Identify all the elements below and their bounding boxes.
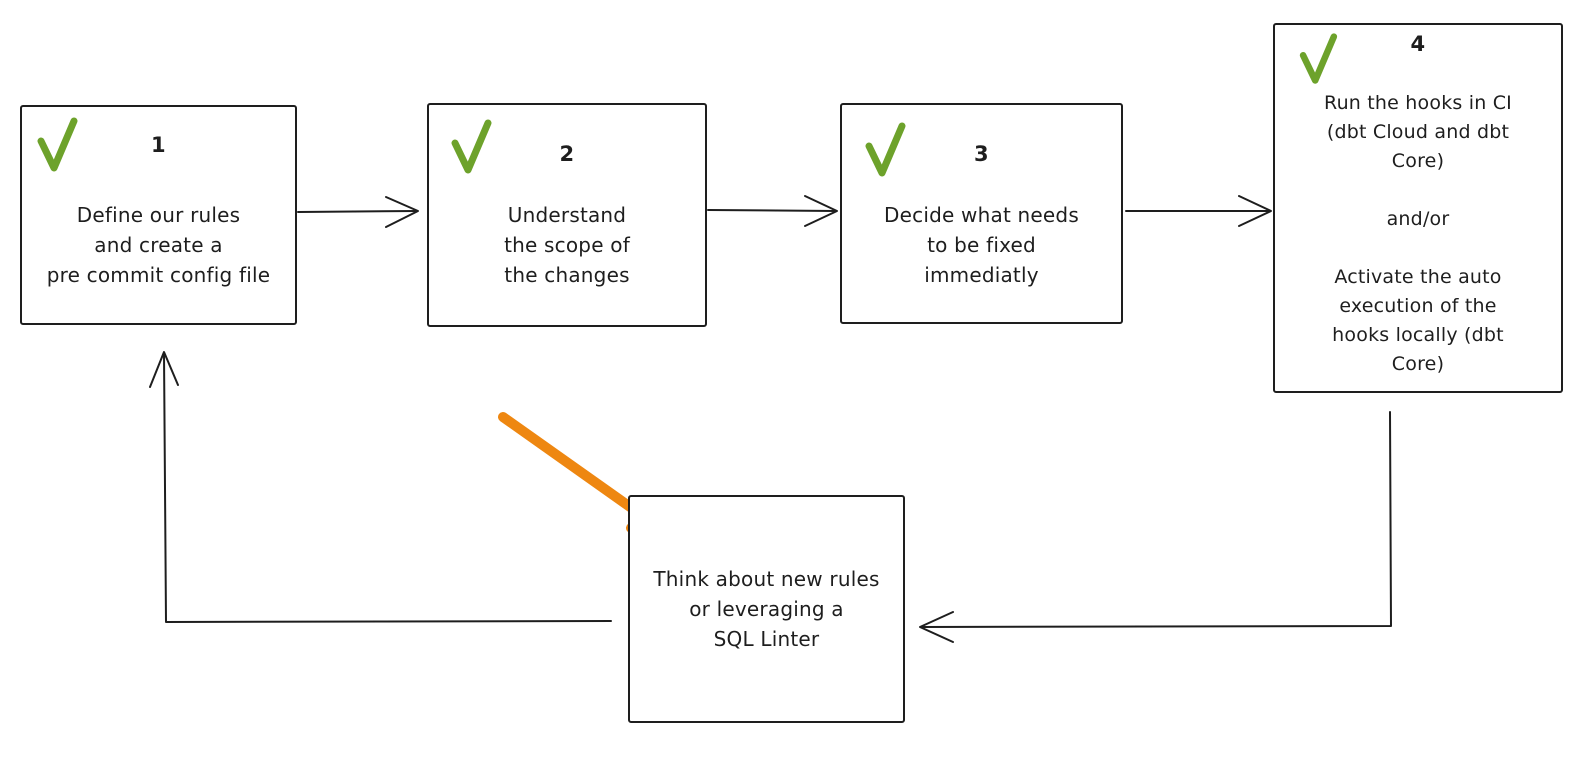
step-number: 4 [1410, 32, 1426, 56]
arrow-step4-to-note [919, 411, 1392, 643]
arrow-note-to-step1 [149, 351, 612, 623]
step-number: 1 [150, 133, 167, 157]
step-2-box: 2 Understand the scope of the changes [427, 103, 707, 327]
arrow-step2-to-step3 [707, 195, 838, 227]
checkmark-icon [865, 122, 906, 177]
step-label: Decide what needs to be fixed immediatly [884, 203, 1079, 287]
step-number: 2 [559, 142, 575, 166]
step-number: 3 [973, 142, 990, 166]
checkmark-icon [451, 119, 492, 174]
step-3-box: 3 Decide what needs to be fixed immediat… [840, 103, 1123, 324]
feedback-note-box: Think about new rules or leveraging a SQ… [628, 495, 905, 723]
step-label: Understand the scope of the changes [504, 203, 630, 287]
feedback-note-label: Think about new rules or leveraging a SQ… [653, 567, 880, 651]
step-4-box: 4 Run the hooks in CI (dbt Cloud and dbt… [1273, 23, 1563, 393]
step-label: Run the hooks in CI (dbt Cloud and dbt C… [1324, 92, 1512, 375]
step-1-box: 1 Define our rules and create a pre comm… [20, 105, 297, 325]
arrow-step3-to-step4 [1125, 195, 1272, 227]
arrow-step1-to-step2 [297, 196, 419, 228]
checkmark-icon [37, 117, 78, 172]
checkmark-icon [1299, 33, 1338, 84]
step-label: Define our rules and create a pre commit… [46, 203, 271, 287]
